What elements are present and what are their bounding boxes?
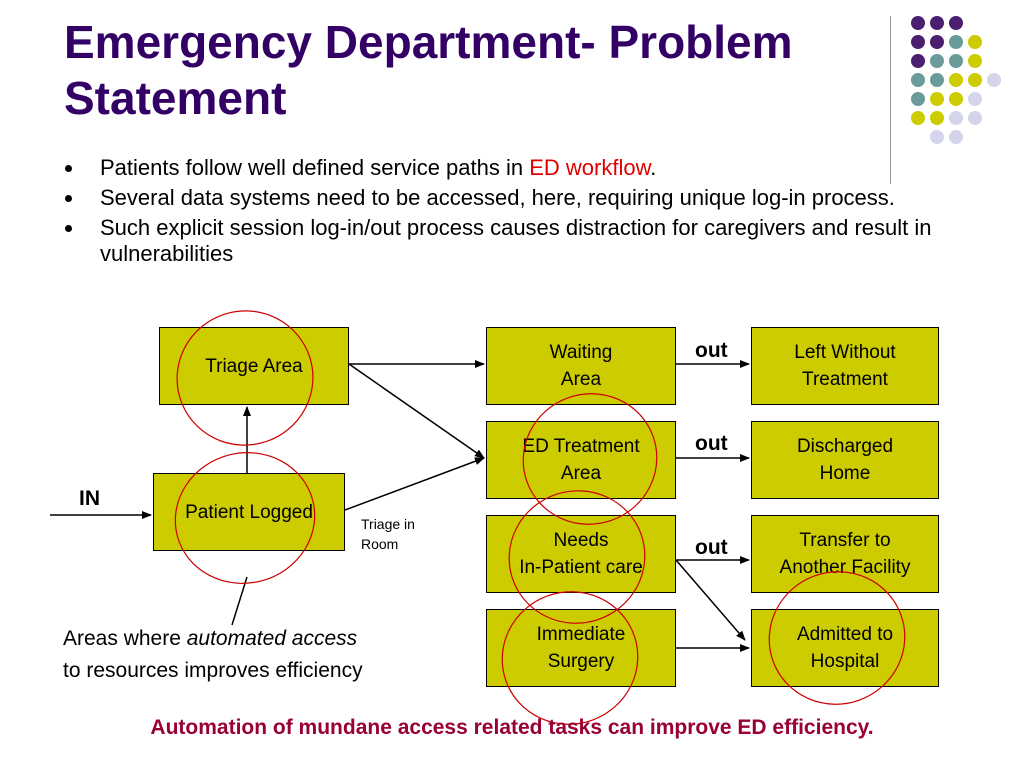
decorative-dot [949,130,963,144]
decorative-dot [968,35,982,49]
decorative-dot [911,92,925,106]
decorative-dot [968,111,982,125]
box-discharged-home: Discharged Home [751,421,939,499]
bullet-text-end: . [650,155,657,180]
decorative-dot [930,35,944,49]
decorative-dot [911,35,925,49]
decorative-dot [949,73,963,87]
bullet-item: Several data systems need to be accessed… [64,185,984,211]
ed-workflow-link: ED workflow [529,155,651,180]
box-needs-inpatient-care: Needs In-Patient care [486,515,676,593]
note-emphasis: automated access [186,627,358,650]
decorative-dot [968,54,982,68]
bullet-item: Such explicit session log-in/out process… [64,215,984,267]
decorative-dot [949,35,963,49]
out-label-2: out [695,432,728,455]
out-label-1: out [695,339,728,362]
decorative-dot [930,73,944,87]
decorative-dot [968,92,982,106]
note-suffix: to resources improves efficiency [63,659,363,682]
box-triage-area: Triage Area [159,327,349,405]
highlight-circle-needs [508,490,646,624]
decorative-dot [911,73,925,87]
box-left-without-treatment: Left Without Treatment [751,327,939,405]
decorative-dot [911,54,925,68]
decorative-dot [930,92,944,106]
in-label: IN [79,487,100,510]
footer-conclusion: Automation of mundane access related tas… [150,716,874,739]
bullet-list: Patients follow well defined service pat… [64,155,984,271]
decorative-dot [949,92,963,106]
decorative-dot-grid [911,16,1001,144]
arrow-needs-to-admitted [675,559,746,641]
decorative-dot [911,111,925,125]
decorative-dot [968,73,982,87]
arrow-logged-to-treatment [344,457,485,511]
decorative-dot [911,16,925,30]
slide-title: Emergency Department- Problem Statement [64,16,793,124]
note-prefix: Areas where [63,627,187,650]
decorative-dot [987,73,1001,87]
decorative-dot [930,54,944,68]
out-label-3: out [695,536,728,559]
title-divider-line [890,16,891,184]
highlight-circle-admitted [768,571,906,705]
box-ed-treatment-area: ED Treatment Area [486,421,676,499]
triage-in-room-label: Triage in Room [361,516,415,552]
highlight-circle-waiting [522,393,658,525]
bullet-item: Patients follow well defined service pat… [64,155,984,181]
decorative-dot [930,130,944,144]
decorative-dot [930,111,944,125]
highlight-circle-triage [176,310,314,446]
annotation-pointer-line [231,576,248,626]
bullet-text: Patients follow well defined service pat… [100,155,530,180]
decorative-dot [949,16,963,30]
automated-access-note: Areas where automated access to resource… [63,623,363,687]
box-immediate-surgery: Immediate Surgery [486,609,676,687]
arrow-triage-to-treatment [348,363,485,459]
highlight-circle-logged [174,452,316,584]
highlight-circle-surgery [501,591,639,725]
decorative-dot [930,16,944,30]
decorative-dot [949,111,963,125]
box-admitted-hospital: Admitted to Hospital [751,609,939,687]
decorative-dot [949,54,963,68]
box-waiting-area: Waiting Area [486,327,676,405]
